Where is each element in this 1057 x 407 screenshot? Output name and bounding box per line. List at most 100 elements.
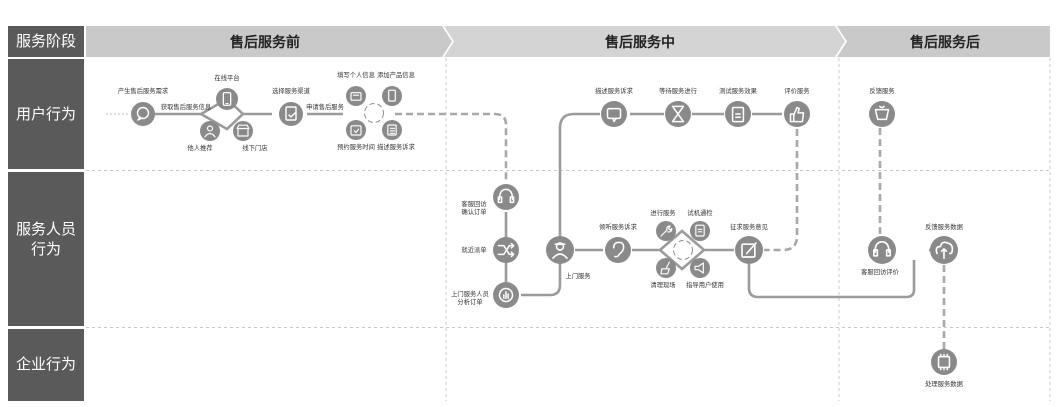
- node-feedback-data: 反馈服务数据: [925, 222, 964, 264]
- phase-during-title: 售后服务中: [604, 34, 675, 51]
- cycle-arrow-icon: [674, 241, 692, 259]
- phase-after-title: 售后服务后: [909, 34, 980, 51]
- node-circle: [493, 184, 519, 210]
- cup-icon: [874, 105, 890, 121]
- chip-icon: [937, 353, 951, 371]
- node-label: 在线平台: [214, 73, 239, 82]
- node-label: 描述服务诉求: [595, 86, 633, 95]
- phase-after-banner: [837, 26, 1050, 57]
- document-check-icon: [285, 106, 297, 121]
- node-circle: [346, 120, 366, 140]
- cycle-arrow-icon: [365, 104, 383, 122]
- worker-icon: [552, 242, 568, 259]
- cycle-ring: [673, 240, 693, 260]
- megaphone-icon: [694, 262, 704, 274]
- phase-during-banner: [444, 26, 845, 57]
- node-clean: 清理现场: [650, 258, 676, 289]
- node-label: 上门服务人员分析订单: [451, 289, 489, 306]
- node-label: 征求服务意见: [730, 222, 768, 231]
- row-enterprise-band: [8, 329, 84, 401]
- row-staff-band: [8, 172, 84, 326]
- node-visit: 上门服务: [546, 236, 591, 280]
- node-label: 评价服务: [784, 86, 810, 95]
- broom-icon: [660, 261, 670, 275]
- node-add-product: 添加产品信息: [377, 70, 415, 106]
- node-label: 进行服务: [650, 208, 676, 217]
- hourglass-icon: [671, 105, 685, 123]
- node-circle: [279, 102, 303, 126]
- label-get-info: 获取售后服务信息: [161, 102, 211, 111]
- node-label: 预约服务时间: [337, 142, 375, 151]
- node-callback-eval: 客服回访评价: [861, 236, 900, 276]
- node-online: 在线平台: [214, 73, 240, 110]
- node-analyze: 上门服务人员分析订单: [451, 282, 519, 308]
- node-label: 描述服务诉求: [377, 142, 415, 151]
- node-need: 产生售后服务需求: [118, 86, 169, 126]
- tablet-icon: [695, 224, 705, 237]
- node-label: 试机通检: [687, 208, 713, 217]
- row-enterprise-label: 企业行为: [16, 355, 76, 373]
- node-circle: [382, 120, 402, 140]
- node-offline: 线下门店: [233, 121, 268, 152]
- node-label: 客服回访确认订单: [461, 199, 486, 216]
- node-circle: [382, 86, 402, 106]
- node-describe-1: 描述服务诉求: [377, 120, 416, 151]
- row-user-label: 用户行为: [16, 105, 76, 123]
- node-label: 反馈服务: [869, 86, 895, 95]
- node-label: 线下门店: [242, 143, 267, 152]
- grid-lines: [86, 58, 1051, 401]
- flow-lines: [106, 97, 946, 350]
- node-callback: 客服回访确认订单: [461, 184, 519, 216]
- phone-icon: [222, 91, 232, 107]
- node-circle: [784, 101, 810, 127]
- node-fill-info: 填写个人信息: [337, 70, 375, 106]
- node-opinion: 征求服务意见: [730, 222, 768, 264]
- phase-before-banner: [86, 26, 452, 57]
- stage-label: 服务阶段: [16, 32, 76, 50]
- node-label: 他人推荐: [187, 143, 212, 152]
- node-label: 上门服务: [565, 271, 591, 280]
- node-label: 产生售后服务需求: [118, 86, 169, 95]
- node-circle: [868, 236, 896, 264]
- node-circle: [931, 349, 957, 375]
- node-label: 添加产品信息: [377, 70, 415, 79]
- node-label: 指导用户使用: [686, 280, 724, 289]
- node-label: 处理服务数据: [925, 379, 963, 388]
- node-circle: [346, 86, 366, 106]
- list-icon: [387, 124, 397, 136]
- node-circle: [869, 101, 895, 127]
- node-test: 测试服务效果: [719, 86, 758, 127]
- node-circle: [131, 102, 155, 126]
- clipboard-icon: [731, 106, 745, 123]
- node-circle: [601, 101, 627, 127]
- node-label: 就近派单: [461, 245, 486, 254]
- node-circle: [233, 121, 253, 141]
- node-label: 测试服务效果: [719, 86, 757, 95]
- stage-label-box: [8, 26, 84, 57]
- node-wait: 等待服务进行: [659, 86, 698, 127]
- node-channel: 选择服务渠道: [272, 86, 311, 126]
- node-process-data: 处理服务数据: [925, 349, 964, 388]
- row-user-band: [8, 59, 84, 169]
- node-rate: 评价服务: [784, 86, 810, 127]
- row-staff-label: 服务人员行为: [16, 220, 76, 258]
- ear-icon: [612, 241, 625, 258]
- shuffle-icon: [497, 242, 515, 258]
- node-circle: [690, 258, 710, 278]
- headset-icon: [497, 188, 515, 204]
- node-label: 填写个人信息: [337, 70, 375, 79]
- node-label: 反馈服务数据: [925, 222, 963, 231]
- wrench-icon: [660, 225, 673, 237]
- message-icon: [606, 107, 622, 123]
- node-guide: 指导用户使用: [686, 258, 724, 289]
- node-label: 清理现场: [650, 280, 675, 289]
- node-circle: [690, 221, 710, 241]
- cloud-upload-icon: [935, 241, 954, 259]
- label-apply: 申请售后服务: [306, 102, 344, 111]
- node-do-service: 进行服务: [650, 208, 676, 241]
- calendar-check-icon: [350, 125, 362, 136]
- node-describe-2: 描述服务诉求: [595, 86, 634, 127]
- node-label: 选择服务渠道: [272, 86, 310, 95]
- person-icon: [204, 125, 216, 138]
